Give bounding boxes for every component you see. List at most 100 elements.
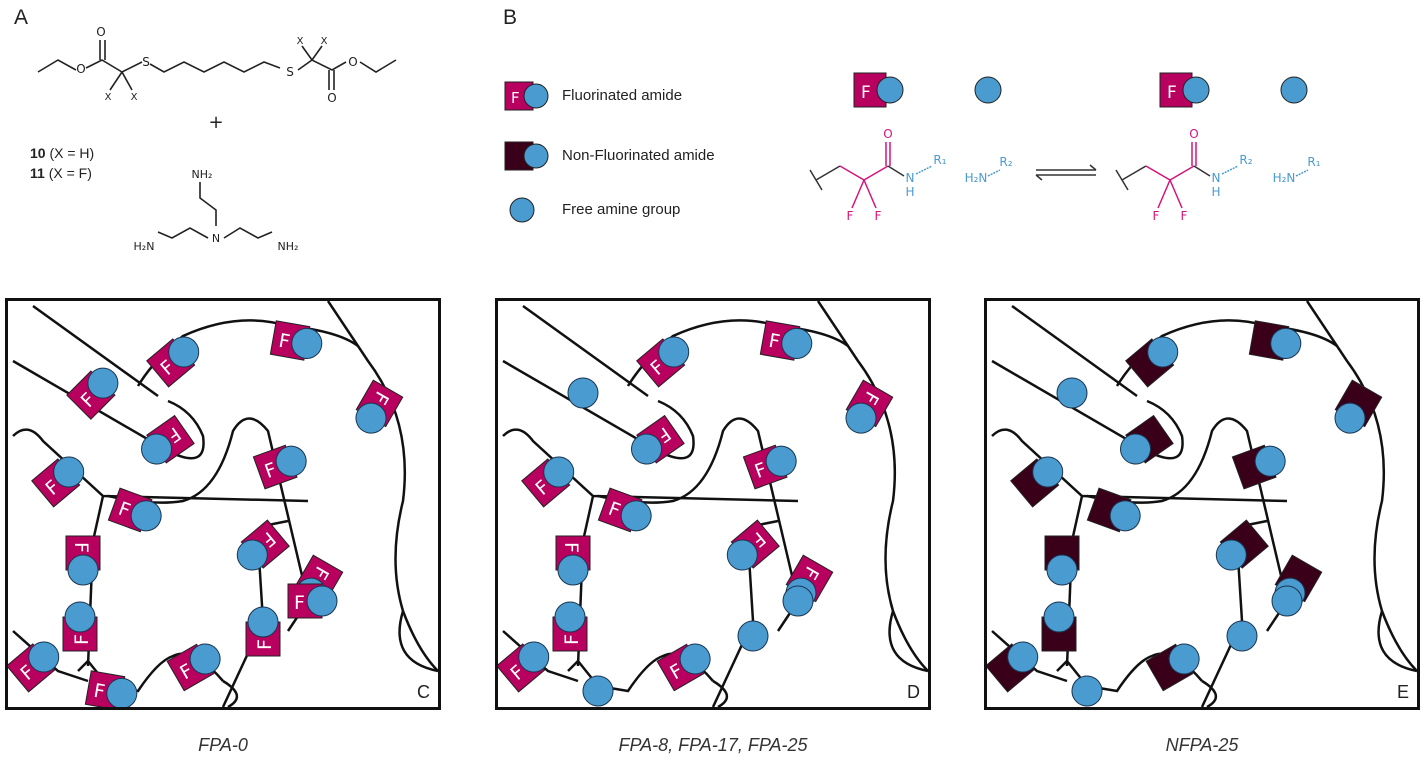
amine-circle [765,445,797,477]
polymer-chain [712,679,728,709]
panel-e-caption: NFPA-25 [1165,735,1239,755]
free-amine-site [737,620,769,652]
fluorinated-amide-site: F [252,444,307,490]
nonfluorinated-amide-site [1125,336,1179,388]
panel-e-letter: E [1396,682,1409,702]
amine-circle [1120,433,1152,465]
fluorinated-amide-site: F [269,320,323,361]
free-amine-site [1071,675,1103,707]
nonfluorinated-amide-site [1334,379,1383,434]
fluorinated-amide-site: F [236,519,290,571]
atom-h: H [1211,185,1220,199]
legend-icons: F [504,81,549,223]
atom-x: X [321,36,328,47]
fluorinated-amide-site: F [845,379,894,434]
amine-circle [845,402,877,434]
amine-circle [1334,402,1366,434]
fluorinated-amide-site: F [552,601,588,652]
left-amine-substituent: R₂ [999,155,1012,169]
amine-circle [1168,643,1200,675]
amine-circle [1254,445,1286,477]
fluorinated-amide-site: F [141,414,195,465]
fluorinated-amide-site: F [759,320,813,361]
fluorine-letter: F [294,592,305,614]
atom-f: F [1153,209,1160,223]
fluorine-letter: F [561,634,583,645]
amine-circle [1007,641,1039,673]
fluorine-letter: F [277,330,292,354]
atom-s: S [286,65,294,79]
amine-circle [1056,377,1088,409]
amine-circle [1043,601,1075,633]
fluorinated-amide-site: F [496,641,550,693]
polymer-chain [522,304,649,398]
free-amine-site [567,377,599,409]
fluorine-letter: F [560,542,582,553]
fluorinated-amide-site: F [636,336,690,388]
panel-e-frame: E [984,298,1420,710]
legend-label-amine: Free amine group [562,201,681,218]
polymer-chain [1011,304,1138,398]
atom-o: O [76,62,85,76]
atom-h: H [905,185,914,199]
amine-circle [189,643,221,675]
nonfluorinated-amide-site [1086,487,1141,533]
product-amine-icon [1280,76,1308,104]
amine-circle [518,641,550,673]
amine-circle [557,554,589,586]
compound-11-number: 11 [30,165,45,181]
fluorine-letter: F [92,680,107,704]
amine-circle [726,539,758,571]
amine-circle [554,601,586,633]
fluorinated-amide-site: F [166,643,221,692]
amine-circle [291,327,323,359]
fluorinated-amide-site: F [66,367,119,420]
amine-h2n: H₂N [134,240,155,253]
legend-amine-icon [509,197,535,223]
legend-label-fluorinated: Fluorinated amide [562,87,683,104]
fluorine-letter: F [767,330,782,354]
amine-circle [130,500,162,532]
panel-b-letter: B [503,6,518,29]
amine-circle [1109,500,1141,532]
panel-c-letter: C [417,682,430,702]
fluorinated-amide-site: F [62,601,98,652]
panel-d-letter: D [907,682,920,702]
polymer-chain [502,359,695,460]
compound-10-number: 10 [30,145,46,161]
amine-circle [679,643,711,675]
left-amine-h2n: H₂N [965,171,988,185]
compound-11-formula: (X = F) [48,165,92,181]
fluorinated-amide-site: F [287,583,338,619]
legend-fluorinated-icon: F [504,81,549,111]
right-amine-h2n: H₂N [1273,171,1296,185]
fluorinated-amide-site: F [742,444,797,490]
nonfluorinated-amide-site [1120,414,1174,465]
free-amine-site [1056,377,1088,409]
right-amide-structure [1115,142,1239,209]
product-fluorinated-amide-icon: F [1159,72,1210,108]
equilibrium-arrow-icon [1035,164,1097,181]
panel-a-letter: A [14,6,29,29]
fluorinated-amide-site: F [726,519,780,571]
fluorinated-amide-site: F [355,379,404,434]
amine-circle [355,402,387,434]
amine-circle [737,620,769,652]
svg-text:F: F [861,83,871,103]
amine-circle [1215,539,1247,571]
nonfluorinated-amide-site [1041,601,1077,652]
right-amine-substituent: R₁ [1307,155,1320,169]
amine-circle [1046,554,1078,586]
atom-f: F [1181,209,1188,223]
reactant-fluorinated-amide-icon: F [853,72,904,108]
amine-circle [1226,620,1258,652]
fluorinated-amide-site: F [631,414,685,465]
atom-o: O [348,55,357,69]
amine-circle [1147,336,1179,368]
fluorinated-amide-site: F [6,641,60,693]
fluorinated-amide-site: F [31,456,85,508]
nonfluorinated-amide-site [985,641,1039,693]
fluorinated-amide-site: F [65,535,101,586]
amine-circle [168,336,200,368]
fluorine-letter: F [254,639,276,650]
